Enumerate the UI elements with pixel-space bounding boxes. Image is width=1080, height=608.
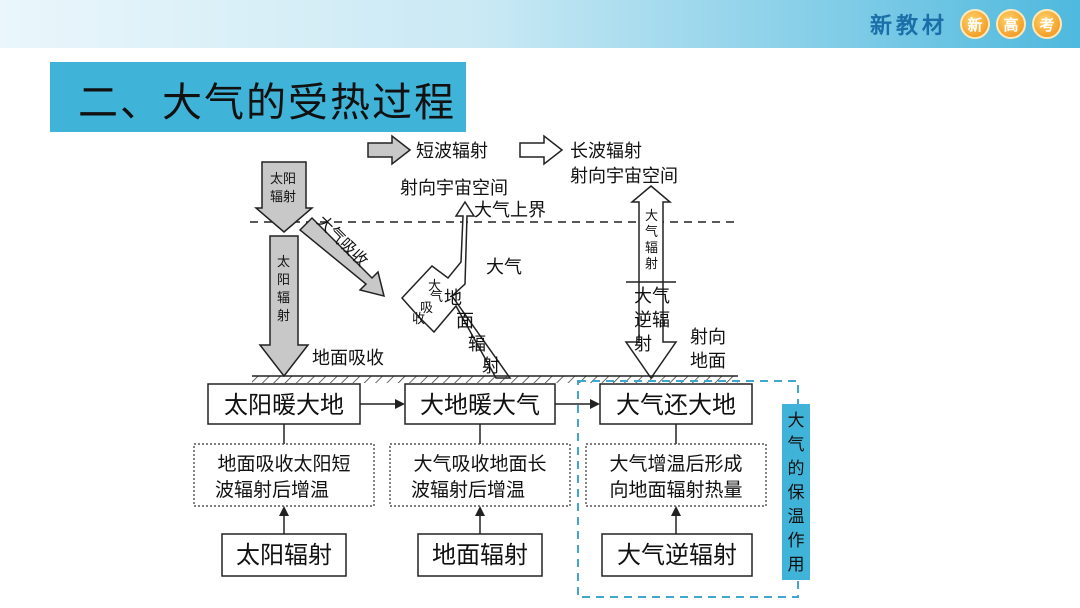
ground-absorb-small-2: 气 <box>430 289 443 305</box>
svg-text:大: 大 <box>788 411 805 431</box>
box-earth-warms-air-label: 大地暖大气 <box>420 391 540 419</box>
desc-3-line-1: 大气增温后形成 <box>609 453 742 475</box>
source-ground-label: 地面辐射 <box>432 541 528 569</box>
side-label-bg <box>782 404 810 580</box>
desc-1-line-2: 波辐射后增温 <box>215 479 329 501</box>
ground-absorb-small-3: 吸 <box>420 301 433 316</box>
ground-absorb-small-1: 大 <box>428 279 441 294</box>
desc-3-line-2: 向地面辐射热量 <box>609 479 742 501</box>
legend-long-wave-label-2: 射向宇宙空间 <box>570 166 678 187</box>
title-banner <box>50 62 466 132</box>
ground-radiation-arrow <box>400 200 512 379</box>
brand-logo: 新教材 新 高 考 <box>870 7 1062 41</box>
solar-vert-3: 辐 <box>277 291 290 306</box>
svg-text:气: 气 <box>788 435 805 455</box>
atmos-rad-vert-2: 气 <box>645 224 658 240</box>
brand-text: 新教材 <box>869 14 948 39</box>
atmos-rad-vert-1: 大 <box>645 209 658 224</box>
svg-text:用: 用 <box>788 555 805 575</box>
top-banner <box>0 0 1080 48</box>
side-label: 大 气 的 保 温 作 用 <box>788 411 805 575</box>
to-ground-2: 地面 <box>690 351 726 372</box>
source-box-counter <box>601 533 753 577</box>
box-earth-warms-air <box>404 383 556 425</box>
arrow-box1-box2-head <box>395 399 405 409</box>
solar-radiation-arrow-top <box>253 161 315 233</box>
atmos-rad-vert-3: 辐 <box>645 241 658 256</box>
source-box-ground <box>417 533 543 577</box>
atmos-absorb-arrow <box>298 216 386 298</box>
source-solar-label: 太阳辐射 <box>236 541 332 569</box>
arrow-src3-up <box>671 506 681 516</box>
counter-rad-2: 逆辐 <box>634 310 670 331</box>
solar-vert-2: 阳 <box>277 273 290 288</box>
ground-rad-vert-3: 辐 <box>468 334 486 355</box>
legend-long-wave-label: 长波辐射 <box>570 141 642 162</box>
ground-absorb-small-4: 收 <box>412 312 425 327</box>
atmosphere-label: 大气 <box>486 257 522 278</box>
ground-surface <box>252 376 738 383</box>
page-title: 二、大气的受热过程 <box>78 80 456 126</box>
brand-badge-new: 新 <box>960 9 990 39</box>
arrow-src2-up <box>475 506 485 516</box>
source-box-solar <box>221 533 347 577</box>
space-label: 射向宇宙空间 <box>400 178 508 199</box>
atmosphere-top-label: 大气上界 <box>474 200 546 221</box>
brand-badge-gao: 高 <box>996 9 1026 39</box>
box-sun-warms-earth-label: 太阳暖大地 <box>224 391 344 419</box>
box-air-returns-earth-label: 大气还大地 <box>616 391 736 419</box>
svg-text:温: 温 <box>788 507 805 527</box>
svg-text:的: 的 <box>788 459 805 479</box>
solar-top-label-1: 太阳 <box>270 172 296 187</box>
solar-radiation-arrow-lower <box>258 235 310 378</box>
solar-vert-4: 射 <box>277 308 290 324</box>
desc-2-line-1: 大气吸收地面长 <box>413 453 546 475</box>
counter-rad-3: 射 <box>634 334 652 355</box>
desc-1-line-1: 地面吸收太阳短 <box>217 453 350 475</box>
arrow-box2-box3-head <box>590 399 600 409</box>
svg-text:保: 保 <box>788 483 805 503</box>
arrow-src1-up <box>279 506 289 516</box>
ground-rad-vert-1: 地 <box>444 288 462 309</box>
solar-top-label-2: 辐射 <box>270 189 296 205</box>
atmos-rad-vert-4: 射 <box>645 256 658 272</box>
svg-text:作: 作 <box>788 531 805 551</box>
to-ground-1: 射向 <box>690 327 726 348</box>
ground-rad-vert-4: 射 <box>482 356 500 377</box>
ground-rad-vert-2: 面 <box>456 311 474 332</box>
ground-absorb-label: 地面吸收 <box>312 348 384 369</box>
desc-box-1 <box>193 443 375 507</box>
counter-rad-1: 大气 <box>634 286 670 307</box>
desc-box-3 <box>585 443 767 507</box>
source-counter-label: 大气逆辐射 <box>617 541 737 569</box>
desc-2-line-2: 波辐射后增温 <box>411 479 525 501</box>
legend-long-wave-arrow <box>519 134 564 166</box>
desc-box-2 <box>389 443 571 507</box>
brand-badge-kao: 考 <box>1032 9 1062 39</box>
legend-short-wave-label: 短波辐射 <box>416 141 488 162</box>
solar-vert-1: 太 <box>277 255 290 270</box>
legend-short-wave-arrow <box>367 134 412 166</box>
